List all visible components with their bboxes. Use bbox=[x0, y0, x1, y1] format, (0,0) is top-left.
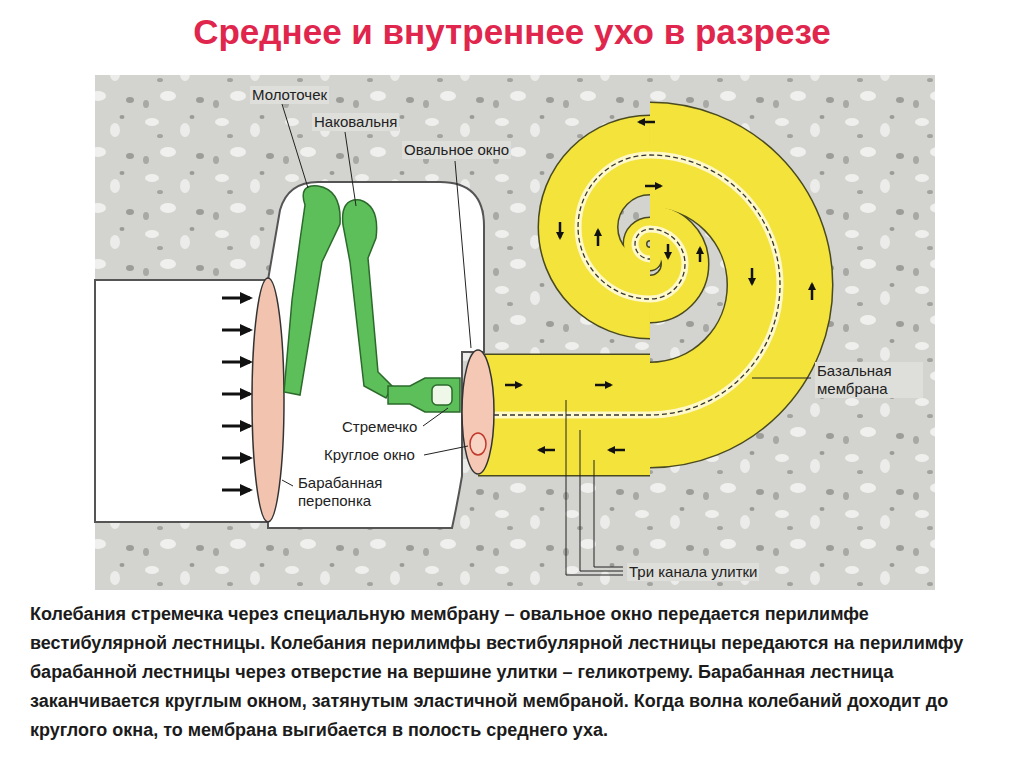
cochlear-duct bbox=[478, 155, 780, 415]
part-label: Три канала улитки bbox=[627, 563, 759, 581]
leader-lines bbox=[282, 104, 811, 575]
part-label: Молоточек bbox=[250, 86, 329, 104]
part-label: Барабанная перепонка bbox=[296, 474, 424, 510]
part-label: Овальное окно bbox=[402, 141, 511, 159]
malleus bbox=[284, 186, 340, 395]
page-title: Среднее и внутреннее ухо в разрезе bbox=[0, 12, 1024, 52]
part-label: Наковальня bbox=[312, 113, 399, 131]
stapes-hole bbox=[432, 385, 452, 405]
cochlea-outline bbox=[478, 155, 780, 415]
part-label: Стремечко bbox=[340, 418, 419, 436]
part-label: Базальная мембрана bbox=[815, 362, 923, 398]
sound-arrows bbox=[222, 298, 250, 490]
basilar-membrane-line bbox=[478, 155, 780, 415]
bone-background bbox=[95, 75, 935, 590]
cochlea bbox=[478, 155, 780, 415]
round-window bbox=[470, 433, 486, 455]
oval-window bbox=[462, 350, 494, 474]
perilymph-arrows bbox=[505, 122, 812, 450]
caption-text: Колебания стремечка через специальную ме… bbox=[30, 600, 998, 745]
stapes bbox=[388, 378, 460, 412]
ossicles bbox=[284, 186, 460, 412]
part-label: Круглое окно bbox=[322, 446, 417, 464]
incus bbox=[343, 200, 392, 398]
middle-ear-cavity bbox=[95, 182, 484, 528]
eardrum bbox=[252, 278, 284, 522]
